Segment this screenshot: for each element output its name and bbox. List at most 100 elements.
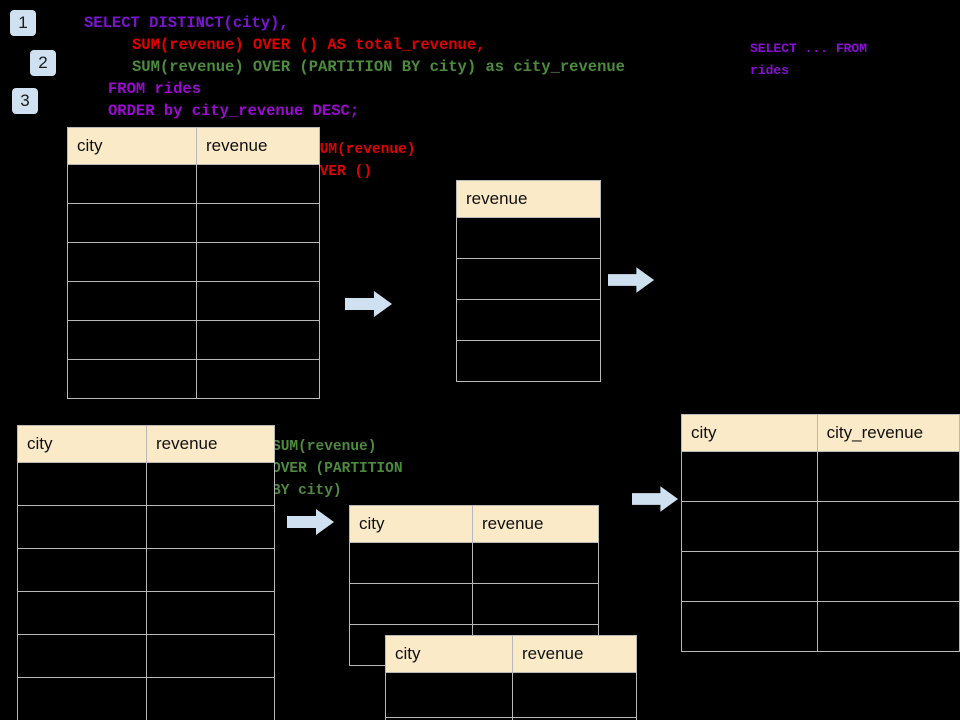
step-badge-1[interactable]: 1 xyxy=(10,10,36,36)
table-cell-empty xyxy=(146,505,275,549)
table-cell-empty xyxy=(146,548,275,592)
sum-over-partition-note-line-1: SUM(revenue) xyxy=(272,439,377,455)
table-row xyxy=(17,548,275,592)
table-cell-empty xyxy=(681,601,818,652)
step-badge-2[interactable]: 2 xyxy=(30,50,56,76)
table-row xyxy=(67,242,320,282)
sql-line-2: SUM(revenue) OVER () AS total_revenue, xyxy=(132,36,486,54)
total-revenue-table: revenue xyxy=(456,180,601,382)
table-row xyxy=(349,542,599,584)
table-cell-empty xyxy=(17,548,147,592)
column-header-revenue: revenue xyxy=(196,127,320,165)
table-row xyxy=(456,340,601,382)
arrow-right-icon xyxy=(287,509,334,535)
sql-query-block: SELECT DISTINCT(city), SUM(revenue) OVER … xyxy=(84,12,625,122)
table-cell-empty xyxy=(67,203,197,243)
sum-over-empty-note-line-2: OVER () xyxy=(311,164,372,180)
table-cell-empty xyxy=(456,217,601,259)
column-header-city_revenue: city_revenue xyxy=(816,414,960,452)
table-cell-empty xyxy=(681,501,818,552)
sum-over-partition-note-line-2: OVER (PARTITION xyxy=(272,461,403,477)
table-row xyxy=(385,717,637,720)
column-header-revenue: revenue xyxy=(512,635,637,673)
table-cell-empty xyxy=(17,591,147,635)
column-header-revenue: revenue xyxy=(472,505,599,543)
arrow-partition-to-final xyxy=(632,485,679,513)
select-from-rides-note-line-2: rides xyxy=(750,63,790,78)
table-cell-empty xyxy=(146,591,275,635)
table-cell-empty xyxy=(816,551,960,602)
table-cell-empty xyxy=(681,451,818,502)
table-cell-empty xyxy=(196,359,320,399)
table-header-row: revenue xyxy=(456,180,601,218)
table-cell-empty xyxy=(67,281,197,321)
table-row xyxy=(67,281,320,321)
arrow-right-icon xyxy=(608,267,655,293)
table-row xyxy=(17,462,275,506)
table-cell-empty xyxy=(512,717,637,720)
sql-line-4: FROM rides xyxy=(108,80,202,98)
table-cell-empty xyxy=(816,451,960,502)
column-header-city: city xyxy=(349,505,473,543)
table-row xyxy=(67,359,320,399)
sum-over-empty-note: SUM(revenue) OVER () xyxy=(311,139,415,183)
arrow-right-icon xyxy=(345,291,392,317)
arrow-total-to-final-top xyxy=(608,266,655,294)
table-cell-empty xyxy=(456,340,601,382)
table-cell-empty xyxy=(146,677,275,720)
sum-over-empty-note-line-1: SUM(revenue) xyxy=(311,142,416,158)
table-cell-empty xyxy=(456,299,601,341)
table-row xyxy=(456,258,601,300)
table-cell-empty xyxy=(196,320,320,360)
table-row xyxy=(456,217,601,259)
table-cell-empty xyxy=(196,203,320,243)
table-row xyxy=(17,591,275,635)
table-row xyxy=(67,320,320,360)
column-header-city: city xyxy=(67,127,197,165)
table-row xyxy=(67,164,320,204)
sql-line-3: SUM(revenue) OVER (PARTITION BY city) as… xyxy=(132,58,625,76)
arrow-right-icon xyxy=(632,486,679,512)
table-cell-empty xyxy=(472,542,599,584)
table-cell-empty xyxy=(67,242,197,282)
column-header-revenue: revenue xyxy=(456,180,601,218)
arrow-source-to-total xyxy=(345,290,393,318)
sql-line-1: SELECT DISTINCT(city), xyxy=(84,14,289,32)
table-cell-empty xyxy=(67,164,197,204)
table-row xyxy=(385,672,637,718)
column-header-city: city xyxy=(681,414,818,452)
table-cell-empty xyxy=(196,164,320,204)
table-cell-empty xyxy=(816,601,960,652)
table-row xyxy=(681,601,960,652)
sum-over-partition-note: SUM(revenue) OVER (PARTITION BY city) xyxy=(272,436,403,502)
table-row xyxy=(456,299,601,341)
table-cell-empty xyxy=(146,634,275,678)
step-badge-3[interactable]: 3 xyxy=(12,88,38,114)
table-row xyxy=(17,677,275,720)
table-cell-empty xyxy=(385,672,513,718)
table-cell-empty xyxy=(17,677,147,720)
table-row xyxy=(17,634,275,678)
table-cell-empty xyxy=(456,258,601,300)
table-cell-empty xyxy=(681,551,818,602)
table-cell-empty xyxy=(17,462,147,506)
arrow-source-to-partition xyxy=(287,508,335,536)
sum-over-partition-note-line-3: BY city) xyxy=(272,483,342,499)
table-row xyxy=(349,583,599,625)
table-cell-empty xyxy=(349,583,473,625)
column-header-city: city xyxy=(385,635,513,673)
table-cell-empty xyxy=(17,505,147,549)
column-header-revenue: revenue xyxy=(146,425,275,463)
table-cell-empty xyxy=(17,634,147,678)
table-row xyxy=(681,551,960,602)
